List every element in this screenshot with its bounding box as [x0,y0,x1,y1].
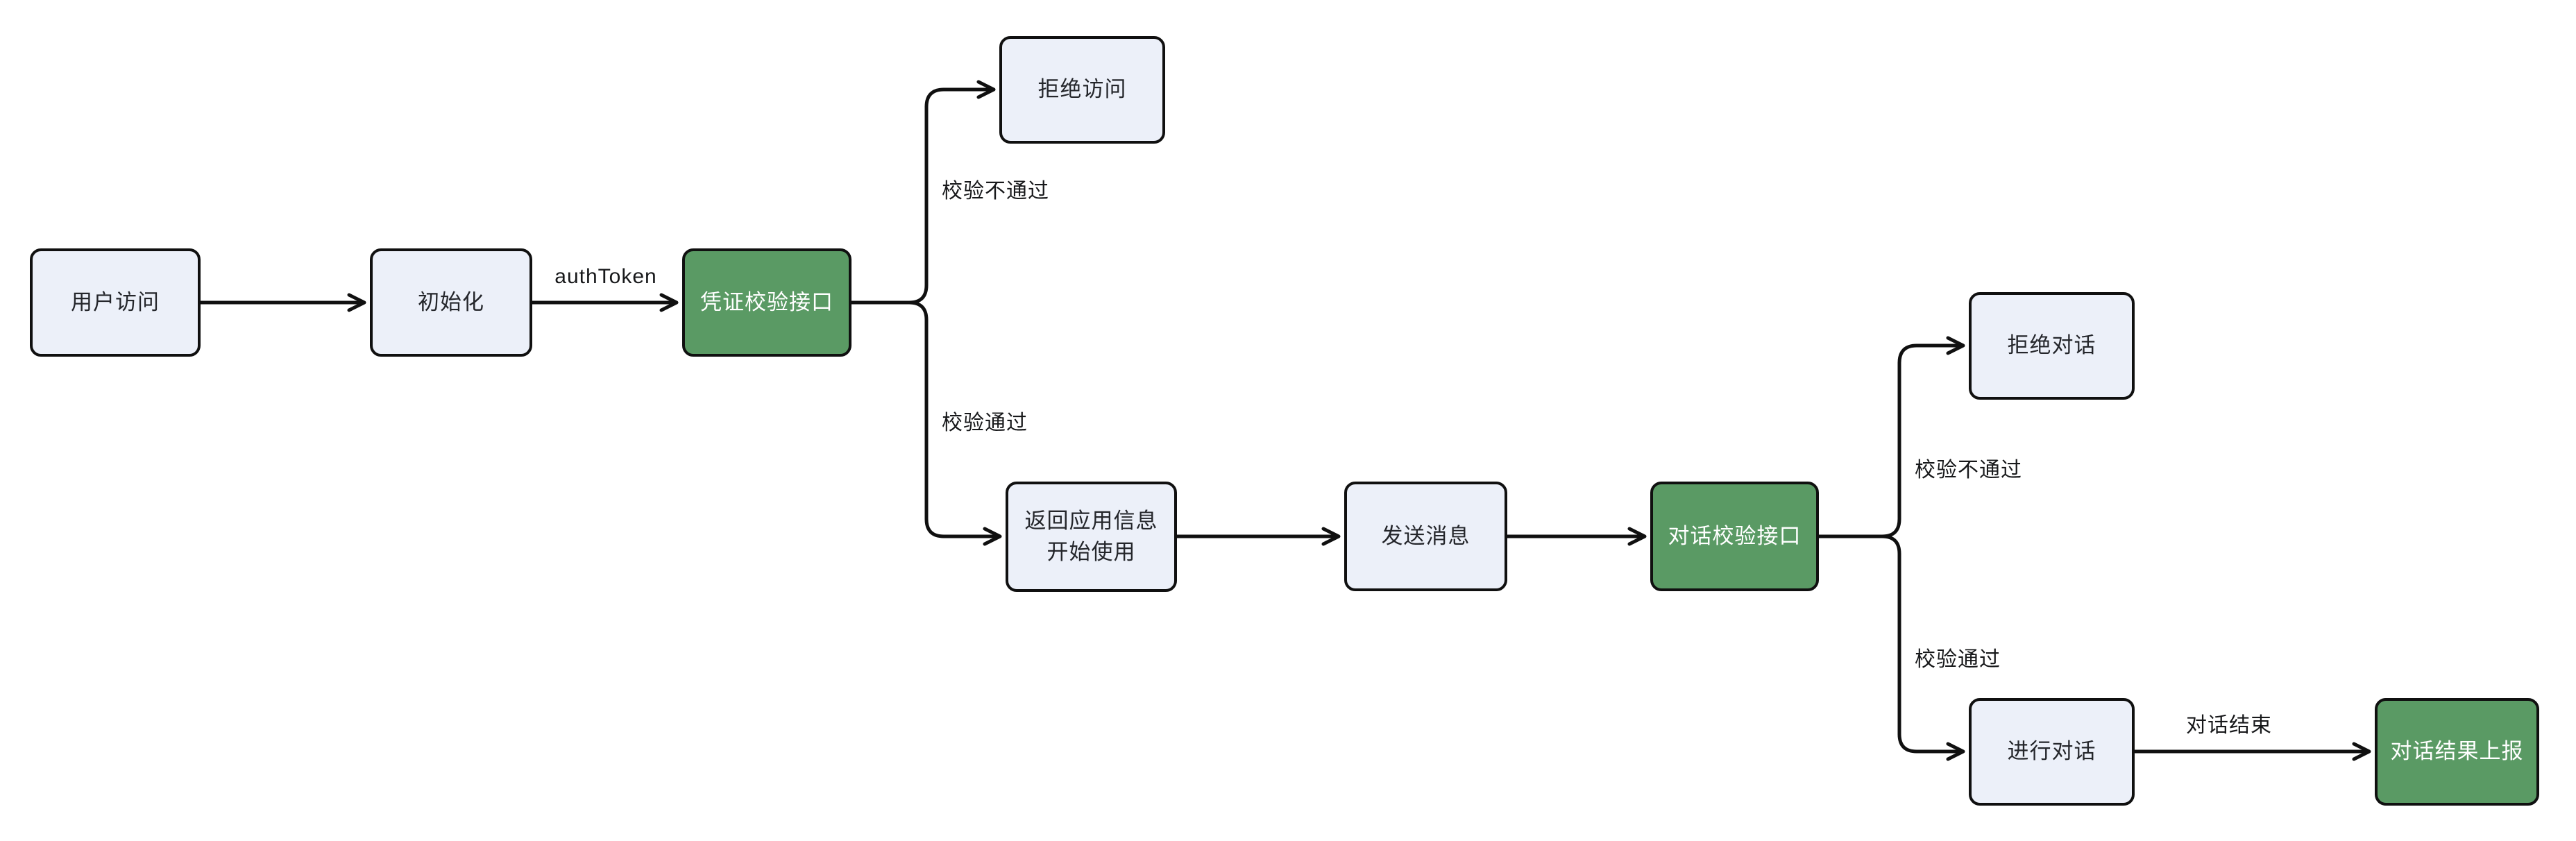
node-report-result-label: 对话结果上报 [2390,739,2524,764]
edge-dialog-check-to-do-dialog [1819,534,1965,761]
node-send-message: 发送消息 [1344,482,1507,591]
node-dialog-check-label: 对话校验接口 [1668,523,1802,548]
node-send-message-label: 发送消息 [1381,523,1471,548]
node-credential-check-label: 凭证校验接口 [700,289,833,314]
node-report-result: 对话结果上报 [2375,698,2539,806]
node-return-app-info-label: 返回应用信息 开始使用 [1024,508,1158,564]
edge-dialog-check-to-deny-dialog [1819,336,1965,538]
node-do-dialog: 进行对话 [1969,698,2135,806]
edge-credential-check-to-deny-access [851,80,996,305]
node-dialog-check: 对话校验接口 [1650,482,1819,591]
edge-label-check-pass-2: 校验通过 [1915,648,2001,671]
node-user-access-label: 用户访问 [71,289,160,314]
node-deny-dialog-label: 拒绝对话 [2007,333,2096,358]
edge-label-authtoken: authToken [554,265,657,288]
node-deny-access-label: 拒绝访问 [1037,77,1127,102]
node-do-dialog-label: 进行对话 [2007,739,2096,764]
node-credential-check: 凭证校验接口 [682,248,851,357]
node-deny-access: 拒绝访问 [999,36,1165,144]
node-init-label: 初始化 [418,289,484,314]
node-user-access: 用户访问 [30,248,201,357]
edge-credential-check-to-return-app-info [851,300,1002,546]
edge-label-check-fail-2: 校验不通过 [1915,459,2022,482]
node-deny-dialog: 拒绝对话 [1969,292,2135,400]
edge-label-check-fail-1: 校验不通过 [942,180,1049,203]
node-return-app-info: 返回应用信息 开始使用 [1006,482,1177,592]
edge-label-dialog-end: 对话结束 [2186,714,2272,737]
edge-label-check-pass-1: 校验通过 [942,411,1028,434]
node-init: 初始化 [370,248,532,357]
